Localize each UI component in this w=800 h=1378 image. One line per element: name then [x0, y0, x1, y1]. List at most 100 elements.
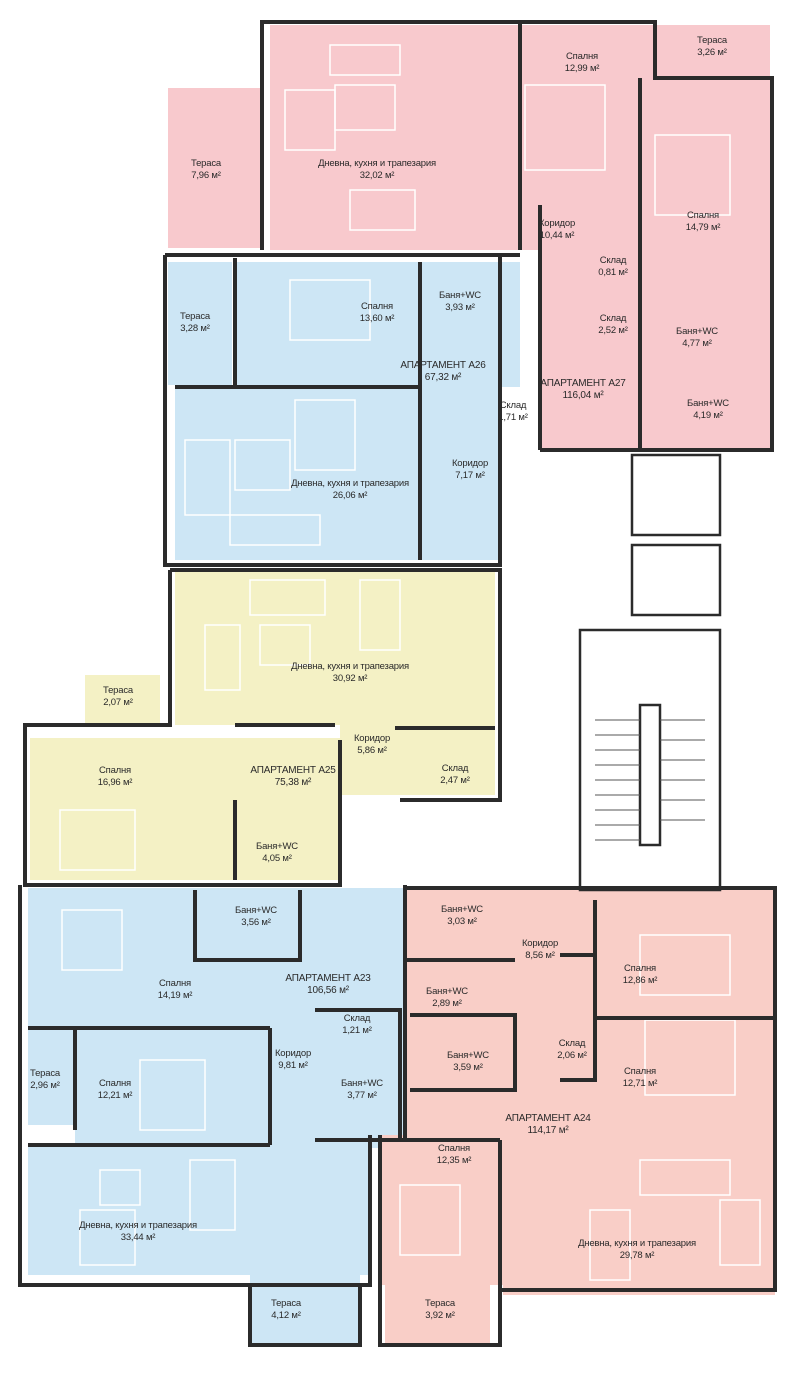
room-label-area: 4,05 м² [262, 853, 292, 864]
room-label-name: Коридор [451, 458, 489, 469]
room-label-name: Склад [499, 400, 527, 411]
room-label-area: 10,44 м² [539, 230, 575, 241]
apartment-a27-label-name: АПАРТАМЕНТ А27 [540, 378, 626, 389]
room-label-name: Склад [558, 1038, 586, 1049]
room-label-name: Тераса [191, 158, 221, 169]
room-label-area: 12,99 м² [564, 63, 600, 74]
room-label-name: Коридор [521, 938, 559, 949]
room-label-area: 2,52 м² [598, 325, 628, 336]
room-label-area: 12,86 м² [622, 975, 658, 986]
room-label-name: Коридор [538, 218, 576, 229]
room-label-area: 14,79 м² [685, 222, 721, 233]
room-label-area: 13,60 м² [359, 313, 395, 324]
room-label-area: 2,07 м² [103, 697, 133, 708]
room-label-area: 12,35 м² [436, 1155, 472, 1166]
room-label-name: Коридор [353, 733, 391, 744]
room-label-name: Тераса [425, 1298, 455, 1309]
room-label-name: Склад [599, 313, 627, 324]
apartment-a27-area[interactable] [168, 25, 772, 450]
room-label-area: 29,78 м² [619, 1250, 655, 1261]
room-label-area: 2,89 м² [432, 998, 462, 1009]
room-label-area: 2,96 м² [30, 1080, 60, 1091]
room-label-name: Коридор [274, 1048, 312, 1059]
room-label-name: Тераса [103, 685, 133, 696]
room-label-area: 9,81 м² [278, 1060, 308, 1071]
room-label-area: 12,71 м² [622, 1078, 658, 1089]
room-label-name: Баня+WC [676, 326, 718, 337]
room-label-name: Баня+WC [441, 904, 483, 915]
room-label-name: Спалня [437, 1143, 471, 1154]
room-label-name: Баня+WC [426, 986, 468, 997]
room-label-area: 4,12 м² [271, 1310, 301, 1321]
room-label-name: Спалня [686, 210, 720, 221]
room-label-area: 16,96 м² [97, 777, 133, 788]
apartment-a25-label-name: АПАРТАМЕНТ А25 [250, 765, 336, 776]
room-label-name: Спалня [623, 963, 657, 974]
apartment-a26-label-name: АПАРТАМЕНТ А26 [400, 360, 486, 371]
room-label-name: Дневна, кухня и трапезария [291, 478, 409, 489]
apartment-a24-label-area: 114,17 м² [527, 1125, 569, 1136]
room-label-area: 33,44 м² [120, 1232, 156, 1243]
room-label-area: 0,81 м² [598, 267, 628, 278]
room-label-area: 3,59 м² [453, 1062, 483, 1073]
room-label-area: 3,77 м² [347, 1090, 377, 1101]
room-label-area: 3,92 м² [425, 1310, 455, 1321]
apartment-a25-area[interactable] [30, 570, 495, 880]
room-label-area: 26,06 м² [332, 490, 368, 501]
apartment-a26-area[interactable] [168, 262, 520, 560]
room-label-area: 4,19 м² [693, 410, 723, 421]
apartment-a24-label-name: АПАРТАМЕНТ А24 [505, 1113, 591, 1124]
room-label-name: Склад [441, 763, 469, 774]
room-label-name: Баня+WC [687, 398, 729, 409]
room-label-area: 7,17 м² [455, 470, 485, 481]
apartment-a26-label-area: 67,32 м² [424, 372, 462, 383]
room-label-name: Баня+WC [256, 841, 298, 852]
apartment-a23-area[interactable] [28, 888, 405, 1345]
room-label-name: Дневна, кухня и трапезария [79, 1220, 197, 1231]
room-label-area: 5,86 м² [357, 745, 387, 756]
room-label-area: 32,02 м² [359, 170, 395, 181]
room-label-name: Спалня [360, 301, 394, 312]
room-label-area: 14,19 м² [157, 990, 193, 1001]
room-label-area: 7,96 м² [191, 170, 221, 181]
room-label-name: Спалня [565, 51, 599, 62]
room-label-area: 3,26 м² [697, 47, 727, 58]
furniture-outlines [59, 44, 761, 1281]
room-label-area: 30,92 м² [332, 673, 368, 684]
room-label-name: Дневна, кухня и трапезария [578, 1238, 696, 1249]
room-label-name: Баня+WC [235, 905, 277, 916]
walls [18, 20, 777, 1347]
